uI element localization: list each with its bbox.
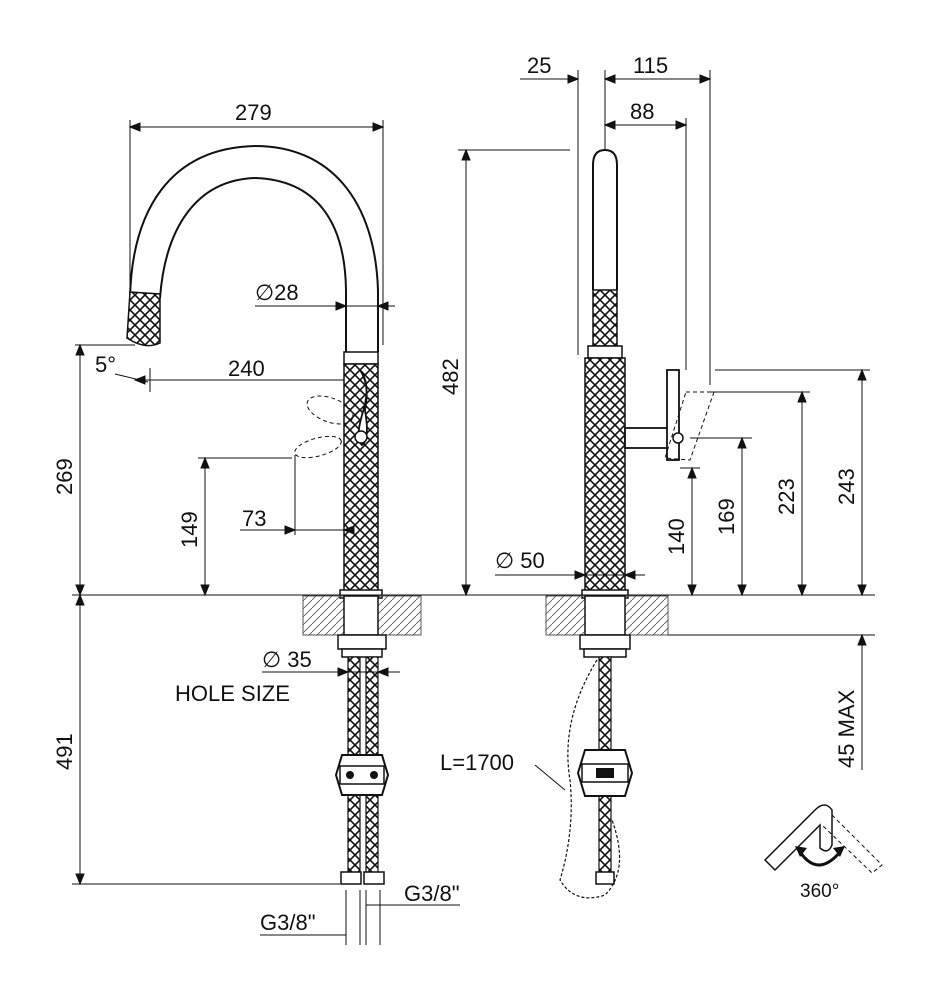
spout-dashed-icon	[821, 814, 883, 874]
mounting-nut	[337, 634, 387, 650]
spout-solid-icon	[763, 804, 833, 872]
label-223: 223	[774, 478, 799, 515]
label-140: 140	[664, 518, 689, 555]
label-dia50: ∅ 50	[495, 548, 545, 573]
label-25: 25	[527, 53, 551, 78]
side-view	[458, 70, 875, 899]
side-handle-arm	[624, 427, 674, 449]
label-482: 482	[438, 358, 463, 395]
dim-lines-front	[72, 120, 500, 945]
side-fitting	[595, 871, 615, 885]
body-collar	[343, 351, 379, 365]
label-88: 88	[630, 99, 654, 124]
label-hose-length: L=1700	[440, 750, 514, 775]
label-115: 115	[633, 53, 668, 78]
side-body-braid	[584, 357, 626, 593]
dim-lines-side	[458, 70, 875, 791]
hose-weight-band	[339, 765, 385, 785]
side-head-braid	[592, 289, 618, 347]
mounting-nut-2	[341, 648, 383, 658]
label-g38-left: G3/8"	[260, 910, 316, 935]
handle-ghost-lower	[294, 435, 342, 459]
side-handle-lever	[666, 369, 680, 461]
label-hole-size: HOLE SIZE	[175, 681, 290, 706]
label-169: 169	[714, 498, 739, 535]
label-491: 491	[52, 733, 77, 770]
spout-inner	[159, 176, 347, 352]
rotate-arrow-icon	[798, 851, 842, 867]
front-view	[72, 120, 500, 945]
rotation-symbol	[763, 804, 883, 874]
label-243: 243	[834, 468, 859, 505]
side-shank	[584, 595, 626, 636]
label-279: 279	[235, 100, 272, 125]
side-spout	[592, 148, 618, 290]
spout-outer	[129, 144, 379, 352]
side-nut	[579, 634, 631, 650]
fitting-left	[340, 871, 362, 885]
label-g38-right: G3/8"	[404, 881, 460, 906]
label-269: 269	[52, 458, 77, 495]
spray-head-braid	[126, 291, 161, 347]
label-240: 240	[228, 356, 265, 381]
handle-lever	[357, 369, 368, 447]
handle-pivot	[354, 430, 368, 444]
handle-ghost-upper	[306, 395, 354, 425]
dimension-labels: 279 ∅28 5° 240 269 149 73 ∅ 35 HOLE SIZE…	[52, 53, 859, 935]
fitting-right	[363, 871, 385, 885]
label-149: 149	[177, 511, 202, 548]
label-dia28: ∅28	[255, 280, 299, 305]
label-360: 360°	[800, 881, 839, 902]
label-73: 73	[242, 506, 266, 531]
body-braid	[343, 363, 379, 593]
label-dia35: ∅ 35	[262, 647, 312, 672]
side-handle-ghost	[664, 391, 715, 461]
label-5deg: 5°	[95, 352, 116, 377]
shank-through-top	[343, 595, 379, 636]
label-45max: 45 MAX	[834, 689, 859, 768]
pull-out-hose	[559, 659, 621, 899]
side-collar	[587, 345, 623, 359]
